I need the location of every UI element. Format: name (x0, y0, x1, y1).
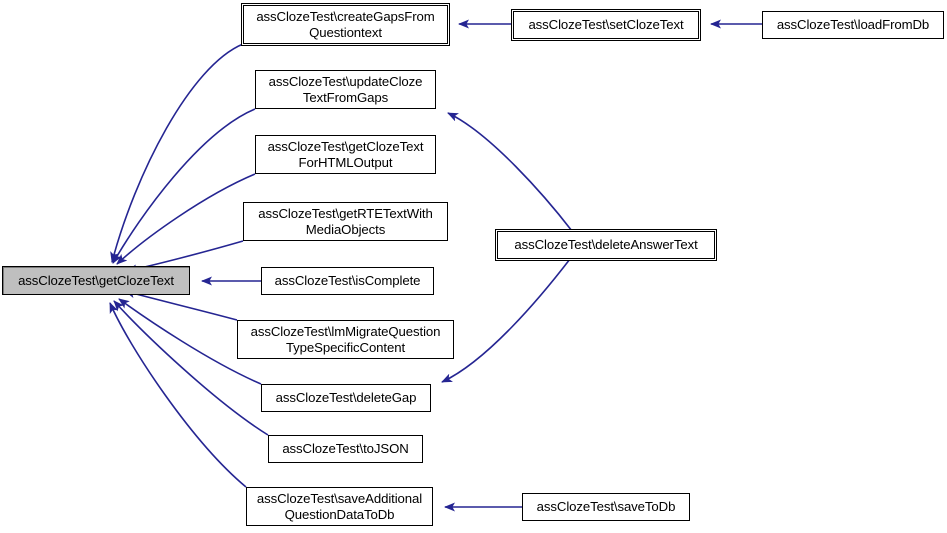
graph-node-deleteAnswerText[interactable]: assClozeTest\deleteAnswerText (497, 231, 715, 259)
graph-node-getRTETextWithMediaObjects[interactable]: assClozeTest\getRTETextWith MediaObjects (243, 202, 448, 241)
graph-node-getClozeText[interactable]: assClozeTest\getClozeText (2, 266, 190, 295)
graph-node-updateClozeTextFromGaps[interactable]: assClozeTest\updateCloze TextFromGaps (255, 70, 436, 109)
graph-node-createGapsFromQuestiontext[interactable]: assClozeTest\createGapsFrom Questiontext (243, 5, 448, 44)
graph-node-lmMigrateQuestionTypeSpecificContent[interactable]: assClozeTest\lmMigrateQuestion TypeSpeci… (237, 320, 454, 359)
graph-node-saveAdditionalQuestionDataToDb[interactable]: assClozeTest\saveAdditional QuestionData… (246, 487, 433, 526)
graph-node-isComplete[interactable]: assClozeTest\isComplete (261, 267, 434, 295)
edge-createGapsFromQuestiontext-getClozeText (110, 43, 244, 263)
edge-lmMigrateQuestionTypeSpecificContent-getClozeText (124, 289, 238, 321)
edge-getClozeTextForHTMLOutput-getClozeText (116, 173, 256, 265)
graph-node-toJSON[interactable]: assClozeTest\toJSON (268, 435, 423, 463)
graph-node-setClozeText[interactable]: assClozeTest\setClozeText (513, 11, 699, 39)
edge-deleteAnswerText-deleteGap (441, 258, 571, 383)
graph-node-saveToDb[interactable]: assClozeTest\saveToDb (522, 493, 690, 521)
graph-node-loadFromDb[interactable]: assClozeTest\loadFromDb (762, 11, 944, 39)
edge-saveAdditionalQuestionDataToDb-getClozeText (109, 302, 247, 488)
edge-updateClozeTextFromGaps-getClozeText (112, 108, 256, 264)
edge-deleteAnswerText-updateClozeTextFromGaps (447, 112, 573, 232)
graph-node-deleteGap[interactable]: assClozeTest\deleteGap (261, 384, 431, 412)
graph-node-getClozeTextForHTMLOutput[interactable]: assClozeTest\getClozeText ForHTMLOutput (255, 135, 436, 174)
